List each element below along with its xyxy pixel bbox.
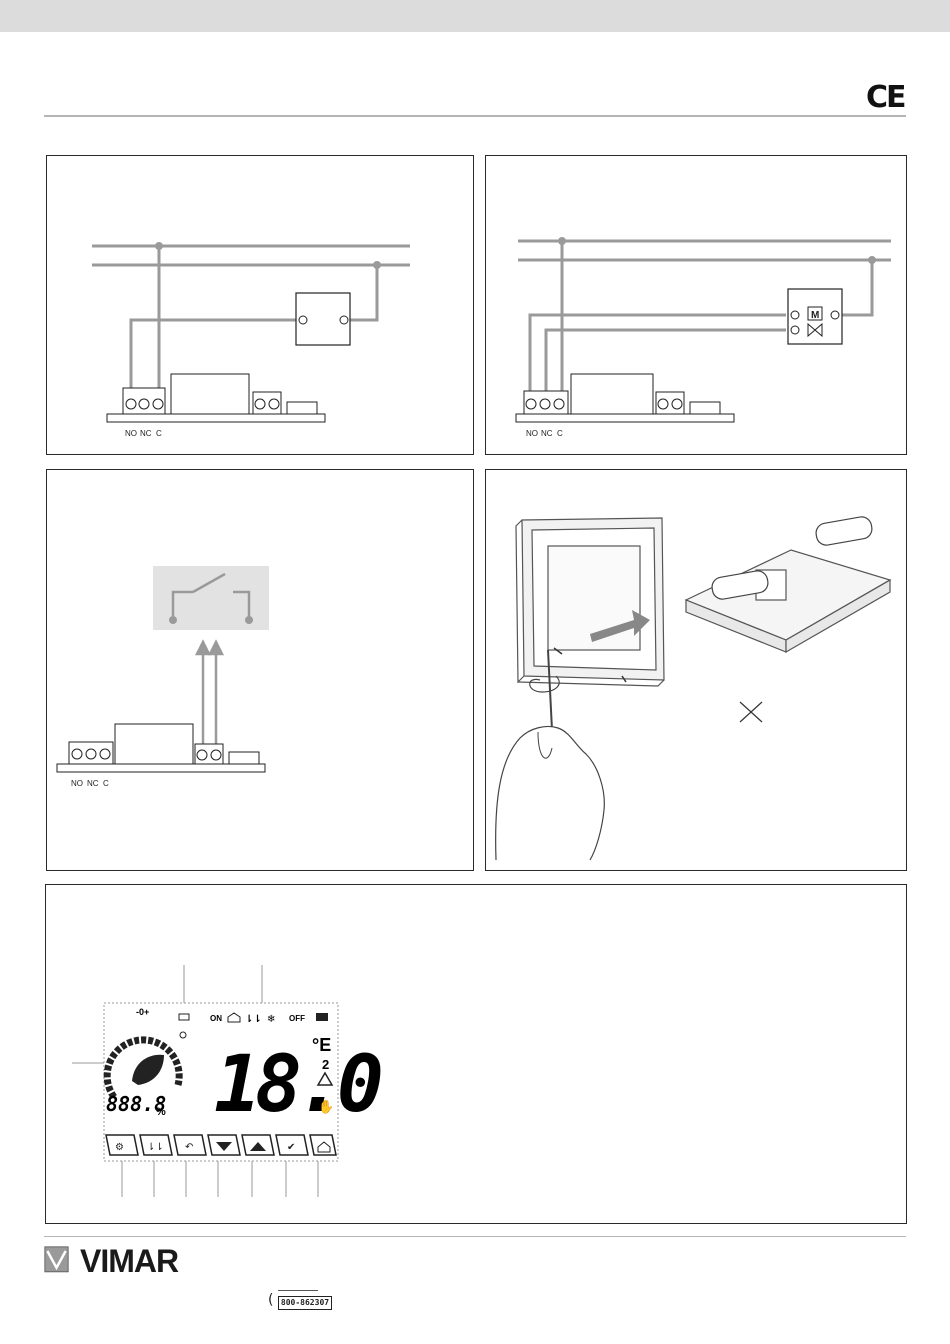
eco-icon [316,1013,328,1021]
lcd-legend-panel: -0+ ON ⇂⇂ ❄ OFF 888.8 % 18.0 °E 2 ✋ [45,884,907,1224]
back-plate [686,550,890,652]
hand-icon: ✋ [318,1099,334,1115]
wiring-diagram-a: NO NC C [47,156,473,454]
motor-label: M [811,310,819,321]
hand-illustration [496,726,605,860]
top-bar [0,0,950,32]
rotate-arrow-icon [530,676,559,692]
no-symbol-icon [740,702,762,722]
wiring-diagram-panel-b: M NO NC C [485,155,907,455]
vimar-logo-icon [44,1245,74,1277]
terminal-label-nc: NC [541,429,553,438]
header-rule [44,115,906,117]
terminal-label-c: C [103,779,109,788]
thermometer-icon: ⇂⇂ [245,1014,262,1025]
terminal-label-nc: NC [87,779,99,788]
thermostat-device [516,518,664,686]
brand-name: VIMAR [80,1243,178,1280]
back-icon: ↶ [185,1142,193,1153]
phone-number: 800-862307 [278,1296,332,1310]
temperature-readout: 18.0 [214,1040,381,1130]
thermometer-icon: ⇂⇂ [147,1142,164,1153]
check-icon: ✔ [287,1142,295,1153]
percent-unit: % [156,1106,166,1118]
level-indicator: 2 [322,1057,329,1072]
on-indicator: ON [210,1014,222,1023]
lcd-display: -0+ ON ⇂⇂ ❄ OFF 888.8 % 18.0 °E 2 ✋ [46,885,906,1223]
terminal-label-no: NO [71,779,83,788]
terminal-label-nc: NC [140,429,152,438]
terminal-label-no: NO [125,429,137,438]
range-indicator: -0+ [136,1007,149,1017]
phone-caption-line [278,1290,318,1293]
remote-contact-diagram: NO NC C [47,470,473,870]
off-indicator: OFF [289,1014,305,1023]
phone-icon: ( [268,1292,273,1308]
ce-mark: CE [866,80,905,115]
terminal-label-c: C [156,429,162,438]
installation-panel [485,469,907,871]
wiring-diagram-b: M NO NC C [486,156,906,454]
gear-icon: ⚙ [115,1142,124,1153]
snowflake-icon: ❄ [267,1014,275,1025]
wiring-diagram-panel-a: NO NC C [46,155,474,455]
terminal-label-no: NO [526,429,538,438]
terminal-label-c: C [557,429,563,438]
footer-rule [44,1236,906,1237]
remote-contact-panel: NO NC C [46,469,474,871]
installation-illustration [486,470,906,870]
temperature-unit: °E [312,1035,331,1055]
